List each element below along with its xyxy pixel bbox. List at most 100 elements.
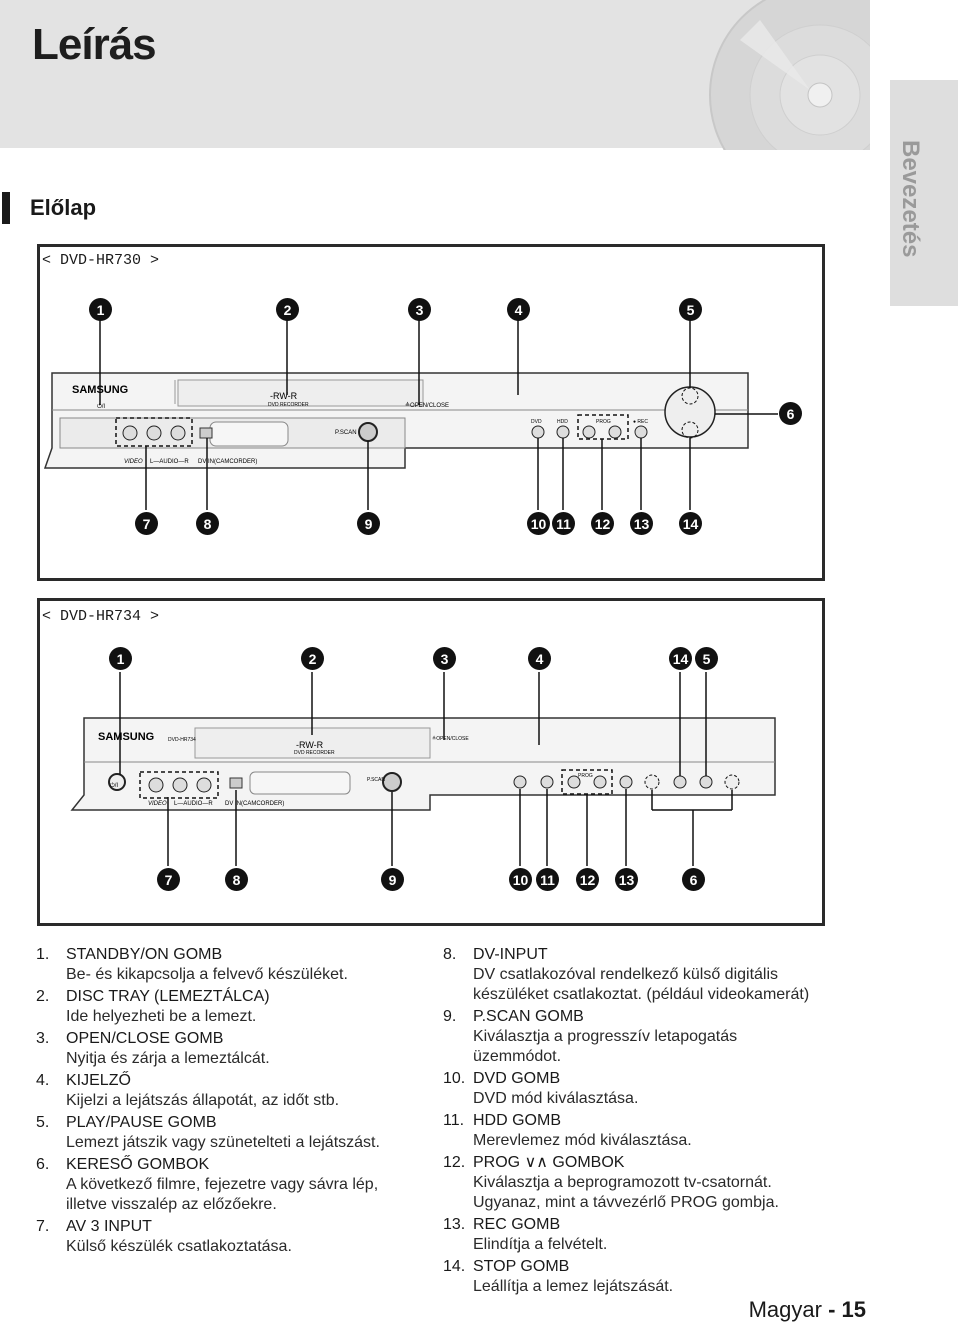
section-marker (2, 192, 10, 224)
item-description: Kiválasztja a progresszív letapogatás (473, 1028, 738, 1045)
item-number: 7. (36, 1218, 50, 1235)
item-description: készüléket csatlakoztat. (például videok… (473, 986, 810, 1003)
device-diagram-2: SAMSUNG DVD-HR734 -RW-R DVD RECORDER ≜OP… (70, 672, 776, 866)
callout-1: 1 (89, 298, 112, 321)
item-number: 1. (36, 946, 50, 963)
item-description: Lemezt játszik vagy szünetelteti a leját… (66, 1134, 380, 1151)
callout-13: 13 (630, 512, 653, 535)
fig2-callout-2: 2 (301, 647, 324, 670)
item-description: Kijelzi a lejátszás állapotát, az időt s… (66, 1092, 340, 1109)
item-number: 8. (443, 946, 457, 963)
fig1-dv: DV IN(CAMCORDER) (198, 459, 257, 465)
fig2-callout-7: 7 (157, 868, 180, 891)
list-item: 1. STANDBY/ON GOMB Be- és kikapcsolja a f… (36, 945, 426, 985)
item-description: illetve visszalép az előzőekre. (66, 1196, 277, 1213)
item-heading: P.SCAN GOMB (473, 1008, 584, 1025)
fig2-callout-5: 5 (695, 647, 718, 670)
fig1-open-close: ≜OPEN/CLOSE (405, 401, 449, 409)
page-footer: Magyar - 15 (749, 1297, 866, 1323)
item-description: Ide helyezheti be a lemezt. (66, 1008, 257, 1025)
side-tab-label: Bevezetés (897, 140, 924, 258)
fig1-btn-hdd: HDD (557, 419, 568, 425)
callout-3: 3 (408, 298, 431, 321)
fig1-audio: L—AUDIO—R (150, 459, 189, 465)
item-description: Be- és kikapcsolja a felvevő készüléket. (66, 966, 348, 983)
fig2-standby: ⏻/I (110, 782, 118, 789)
item-description: Kiválasztja a beprogramozott tv-csatorná… (473, 1174, 772, 1191)
list-item: 13. REC GOMB Elindítja a felvételt. (443, 1215, 863, 1255)
fig2-callout-1: 1 (109, 647, 132, 670)
footer-language: Magyar (748, 1297, 822, 1322)
fig2-audio: L—AUDIO—R (174, 801, 213, 807)
item-number: 10. (443, 1070, 466, 1087)
fig2-callout-11: 11 (536, 868, 559, 891)
list-item: 7. AV 3 INPUT Külső készülék csatlakoztat… (36, 1217, 426, 1257)
item-description: Külső készülék csatlakoztatása. (66, 1238, 292, 1255)
item-heading: OPEN/CLOSE GOMB (66, 1030, 224, 1047)
list-item: 10.DVD GOMB DVD mód kiválasztása. (443, 1069, 863, 1109)
item-heading: DISC TRAY (LEMEZTÁLCA) (66, 988, 270, 1005)
fig2-callout-12: 12 (576, 868, 599, 891)
fig1-brand: SAMSUNG (72, 384, 128, 396)
fig2-btn-prog: PROG (578, 773, 593, 779)
fig2-video: VIDEO (148, 801, 167, 807)
item-heading: STANDBY/ON GOMB (66, 946, 223, 963)
callout-9: 9 (357, 512, 380, 535)
fig2-dv: DV IN(CAMCORDER) (225, 801, 284, 807)
footer-separator: - (821, 1297, 842, 1322)
list-item: 8.DV-INPUT DV csatlakozóval rendelkező k… (443, 945, 863, 1005)
list-item: 11.HDD GOMB Merevlemez mód kiválasztása. (443, 1111, 863, 1151)
item-description: üzemmódot. (473, 1048, 562, 1065)
callout-6: 6 (779, 402, 802, 425)
fig2-callout-3: 3 (433, 647, 456, 670)
fig1-standby: ⏻/I (97, 403, 105, 410)
fig1-btn-prog: PROG (596, 419, 611, 425)
item-number: 11. (443, 1112, 465, 1129)
item-heading: STOP GOMB (473, 1258, 570, 1275)
item-heading: HDD GOMB (473, 1112, 561, 1129)
list-item: 4.KIJELZŐ Kijelzi a lejátszás állapotát,… (36, 1071, 426, 1111)
fig2-callout-8: 8 (225, 868, 248, 891)
fig2-brand: SAMSUNG (98, 731, 154, 743)
list-item: 9. P.SCAN GOMB Kiválasztja a progresszív … (443, 1007, 863, 1067)
item-number: 13. (443, 1216, 466, 1233)
callout-5: 5 (679, 298, 702, 321)
page-title: Leírás (32, 20, 157, 69)
fig2-callout-10: 10 (509, 868, 532, 891)
item-number: 14. (443, 1258, 466, 1275)
item-description: A következő filmre, fejezetre vagy sávra… (66, 1176, 379, 1193)
figure2-model-label: < DVD-HR734 > (42, 608, 160, 625)
disc-icon (709, 0, 870, 150)
device-diagram-1: SAMSUNG ⏻/I -RW-R DVD RECORDER ≜OPEN/CLO… (43, 320, 778, 510)
fig1-rw-logo: -RW-R (270, 391, 298, 401)
item-heading: REC GOMB (473, 1216, 561, 1233)
list-item: 6.KERESŐ GOMBOK A következő filmre, feje… (36, 1155, 426, 1215)
callout-2: 2 (276, 298, 299, 321)
list-item: 2.DISC TRAY (LEMEZTÁLCA) Ide helyezheti … (36, 987, 426, 1027)
callout-11: 11 (552, 512, 575, 535)
list-item: 3.OPEN/CLOSE GOMB Nyitja és zárja a leme… (36, 1029, 426, 1069)
fig1-btn-dvd: DVD (531, 419, 542, 425)
list-item: 14.STOP GOMB Leállítja a lemez lejátszás… (443, 1257, 863, 1297)
callout-4: 4 (507, 298, 530, 321)
fig2-callout-6: 6 (682, 868, 705, 891)
list-item: 12.PROG ∨∧ GOMBOK Kiválasztja a beprogra… (443, 1153, 863, 1213)
page-number: 15 (841, 1297, 866, 1322)
item-heading: PLAY/PAUSE GOMB (66, 1114, 217, 1131)
callout-8: 8 (196, 512, 219, 535)
items-right-list: 8.DV-INPUT DV csatlakozóval rendelkező k… (443, 945, 863, 1299)
fig2-callout-4: 4 (528, 647, 551, 670)
item-heading: AV 3 INPUT (66, 1218, 152, 1235)
item-number: 3. (36, 1030, 50, 1047)
figure1-model-label: < DVD-HR730 > (42, 252, 160, 269)
item-heading: KERESŐ GOMBOK (66, 1156, 210, 1173)
item-number: 9. (443, 1008, 457, 1025)
fig2-model-small: DVD-HR734 (168, 737, 196, 743)
fig2-rw-sub: DVD RECORDER (294, 750, 335, 756)
fig2-callout-13: 13 (615, 868, 638, 891)
items-left-list: 1. STANDBY/ON GOMB Be- és kikapcsolja a f… (36, 945, 426, 1259)
fig2-rw-logo: -RW-R (296, 740, 324, 750)
fig1-btn-rec: ● REC (633, 419, 648, 425)
item-heading: PROG ∨∧ GOMBOK (473, 1154, 625, 1171)
item-description: Elindítja a felvételt. (473, 1236, 608, 1253)
